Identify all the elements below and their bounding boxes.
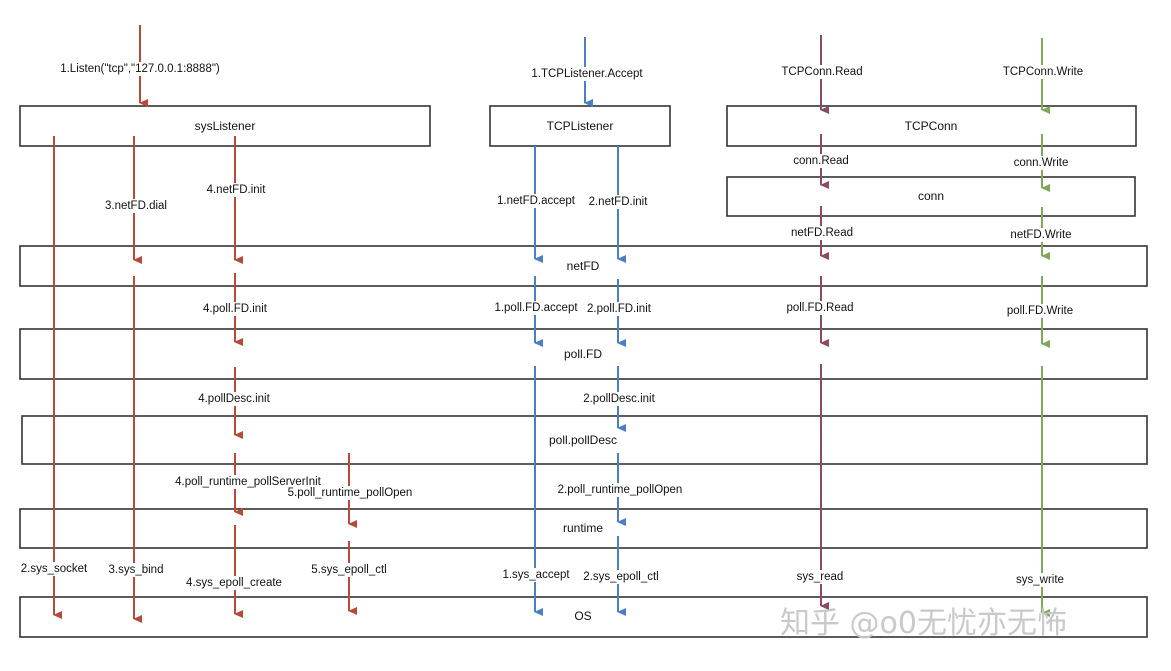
label-listen: 1.Listen("tcp","127.0.0.1:8888") [60, 63, 220, 75]
label-backing [195, 392, 274, 406]
box-tcplistener: TCPListener [489, 105, 671, 147]
label-polldesc-init-4: 4.pollDesc.init [198, 393, 270, 405]
label-backing [57, 62, 223, 76]
box-label-pollfd: poll.FD [564, 347, 602, 361]
label-netfd-read: netFD.Read [791, 227, 853, 239]
box-tcpconn: TCPConn [726, 105, 1137, 147]
label-tcpconn-write: TCPConn.Write [1003, 66, 1083, 78]
label-backing [105, 563, 167, 577]
label-backing [172, 475, 325, 489]
label-conn-write: conn.Write [1014, 157, 1069, 169]
label-backing [793, 570, 847, 584]
label-netfd-accept: 1.netFD.accept [497, 195, 576, 207]
box-label-syslistener: sysListener [195, 119, 256, 133]
box-label-tcplistener: TCPListener [547, 119, 614, 133]
label-pollfd-accept: 1.poll.FD.accept [494, 302, 578, 314]
label-backing [494, 194, 579, 208]
label-backing [308, 563, 390, 577]
label-conn-read: conn.Read [793, 155, 849, 167]
label-backing [203, 183, 270, 197]
label-backing [783, 301, 857, 315]
label-backing [1010, 156, 1072, 170]
label-backing [101, 199, 171, 213]
label-sys-read: sys_read [797, 571, 844, 583]
label-backing [1003, 304, 1077, 318]
box-pollfd: poll.FD [19, 328, 1148, 380]
watermark: 知乎 @o0无忧亦无怖 [780, 606, 1067, 641]
label-backing [999, 65, 1087, 79]
label-pollopen-5: 5.poll_runtime_pollOpen [288, 487, 413, 499]
label-accept: 1.TCPListener.Accept [531, 68, 643, 80]
box-runtime: runtime [19, 508, 1148, 549]
label-backing [580, 392, 659, 406]
label-backing [580, 570, 662, 584]
label-backing [790, 154, 852, 168]
box-polldesc: poll.pollDesc [21, 415, 1148, 465]
label-pollfd-read: poll.FD.Read [786, 302, 853, 314]
label-backing [284, 486, 416, 500]
label-tcpconn-read: TCPConn.Read [781, 66, 862, 78]
box-syslistener: sysListener [19, 105, 431, 147]
label-netfd-init-2: 2.netFD.init [589, 196, 649, 208]
label-backing [584, 302, 655, 316]
label-backing [17, 562, 92, 576]
label-backing [787, 226, 857, 240]
box-label-conn: conn [918, 189, 944, 203]
box-netfd: netFD [19, 245, 1148, 287]
label-netfd-init-4: 4.netFD.init [207, 184, 267, 196]
label-netfd-write: netFD.Write [1010, 229, 1071, 241]
box-label-runtime: runtime [563, 521, 603, 535]
label-backing [1013, 573, 1067, 587]
label-sys-epoll-ctl-5: 5.sys_epoll_ctl [311, 564, 386, 576]
box-label-netfd: netFD [567, 259, 600, 273]
label-backing [491, 301, 582, 315]
box-label-os: OS [574, 609, 591, 623]
label-backing [200, 302, 271, 316]
box-label-polldesc: poll.pollDesc [549, 433, 617, 447]
label-pollopen-2: 2.poll_runtime_pollOpen [558, 484, 683, 496]
label-sys-epoll-create: 4.sys_epoll_create [186, 577, 282, 589]
label-sys-accept: 1.sys_accept [502, 569, 570, 581]
label-netfd-dial: 3.netFD.dial [105, 200, 167, 212]
label-backing [585, 195, 652, 209]
label-pollserverinit: 4.poll_runtime_pollServerInit [175, 476, 322, 488]
label-pollfd-write: poll.FD.Write [1007, 305, 1073, 317]
label-pollfd-init-2: 2.poll.FD.init [587, 303, 652, 315]
box-label-tcpconn: TCPConn [905, 119, 958, 133]
label-pollfd-init-4: 4.poll.FD.init [203, 303, 268, 315]
label-sys-socket: 2.sys_socket [21, 563, 88, 575]
labels: 1.Listen("tcp","127.0.0.1:8888") 1.TCPLi… [17, 62, 1087, 590]
label-backing [528, 67, 647, 81]
box-conn: conn [726, 176, 1136, 217]
label-sys-epoll-ctl-2: 2.sys_epoll_ctl [583, 571, 658, 583]
label-backing [554, 483, 686, 497]
label-sys-bind: 3.sys_bind [109, 564, 164, 576]
label-backing [778, 65, 866, 79]
label-backing [183, 576, 285, 590]
label-backing [1007, 228, 1075, 242]
label-sys-write: sys_write [1016, 574, 1064, 586]
box-os: OS [19, 596, 1148, 638]
label-backing [499, 568, 574, 582]
label-polldesc-init-2: 2.pollDesc.init [583, 393, 655, 405]
